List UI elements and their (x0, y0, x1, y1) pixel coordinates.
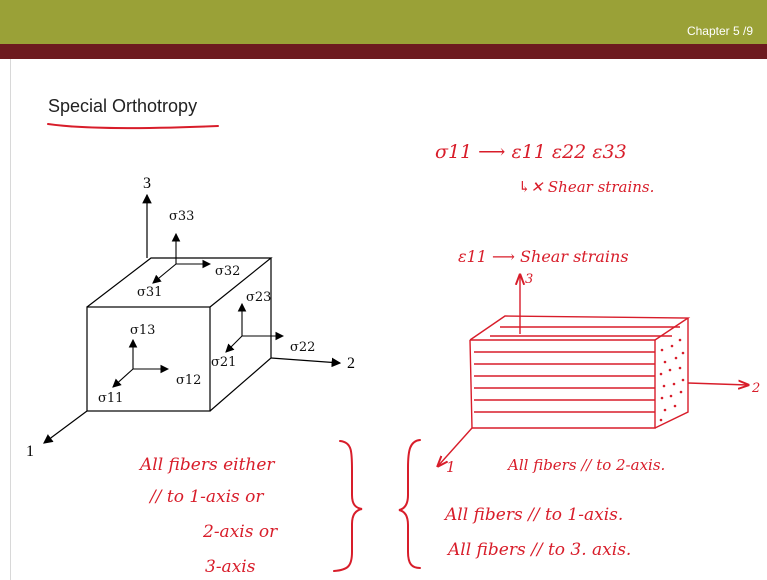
front-face-arrows (112, 338, 170, 388)
left-note-line-1: All fibers either (138, 455, 275, 475)
slide-title: Special Orthotropy (48, 96, 198, 116)
sigma-23-label: σ23 (246, 290, 271, 305)
sigma-13-label: σ13 (130, 323, 155, 338)
left-note-line-4: 3-axis (205, 557, 256, 577)
left-notes-bracket (333, 440, 363, 572)
fiber-end-dots (659, 338, 685, 422)
fiber-axis-3-label: 3 (525, 272, 533, 287)
stress-cube (86, 257, 273, 412)
top-bar (0, 0, 767, 44)
chapter-bar (0, 44, 767, 59)
chapter-indicator: Chapter 5 /9 (686, 24, 753, 38)
sigma-22-label: σ22 (290, 340, 315, 355)
note-line-2: ↳✕ Shear strains. (518, 178, 654, 196)
right-note-line-3: All fibers // to 3. axis. (446, 540, 631, 560)
left-note-line-3: 2-axis or (202, 522, 278, 542)
fiber-axis-2-label: 2 (751, 381, 760, 396)
right-note-line-2: All fibers // to 1-axis. (443, 505, 623, 525)
global-axes (43, 193, 342, 444)
sigma-31-label: σ31 (137, 285, 162, 300)
left-note-line-2: // to 1-axis or (148, 487, 264, 507)
sigma-32-label: σ32 (215, 264, 240, 279)
axis-1-label: 1 (26, 443, 34, 460)
title-underline (47, 123, 219, 129)
fiber-block (438, 275, 748, 466)
right-notes-bracket (398, 439, 421, 569)
fiber-axis-1-label: 1 (446, 458, 456, 476)
axis-2-label: 2 (347, 355, 355, 372)
top-face-arrows (152, 232, 212, 284)
sigma-33-label: σ33 (169, 209, 194, 224)
note-line-1: σ11 ⟶ ε11 ε22 ε33 (435, 141, 627, 163)
sigma-21-label: σ21 (211, 355, 236, 370)
right-face-arrows (225, 302, 285, 353)
left-rule (10, 59, 11, 580)
axis-3-label: 3 (143, 175, 151, 192)
note-line-3: ε11 ⟶ Shear strains (458, 247, 629, 266)
sigma-11-label: σ11 (98, 391, 123, 406)
right-note-line-1: All fibers // to 2-axis. (506, 456, 665, 474)
sigma-12-label: σ12 (176, 373, 201, 388)
